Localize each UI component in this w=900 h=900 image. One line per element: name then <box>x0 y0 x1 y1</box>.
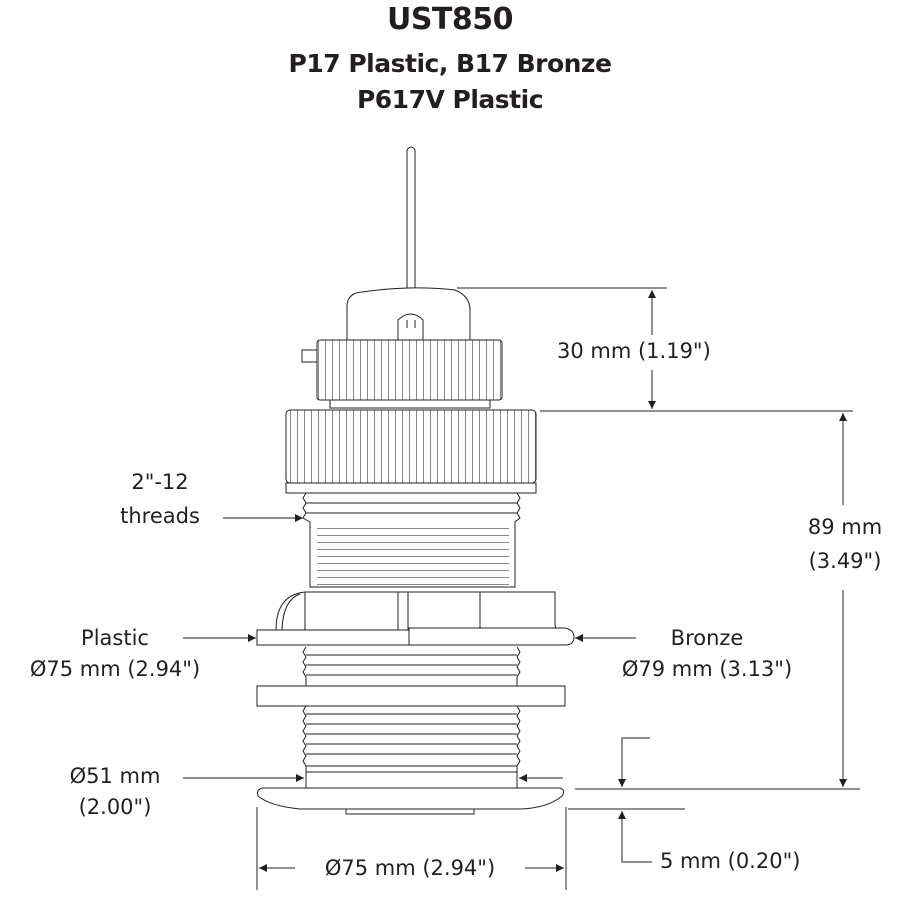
hull-nut <box>256 685 566 707</box>
dimension-lines <box>183 287 860 890</box>
housing <box>256 591 575 646</box>
cap-dome <box>346 287 471 340</box>
lower-knurled-nut <box>285 409 537 494</box>
threads-size-label: 2"-12 <box>131 470 189 494</box>
plastic-diameter-label: Ø75 mm (2.94") <box>29 657 201 681</box>
threads-text-label: threads <box>120 504 200 528</box>
cap-height-label: 30 mm (1.19") <box>557 339 711 363</box>
body-height-mm-label: 89 mm <box>807 515 883 539</box>
bronze-diameter-label: Ø79 mm (3.13") <box>621 657 793 681</box>
variants-line-1: P17 Plastic, B17 Bronze <box>288 49 612 78</box>
flange-diameter-label: Ø75 mm (2.94") <box>324 856 496 880</box>
body-height-in-label: (3.49") <box>808 549 882 573</box>
middle-threads <box>302 646 521 686</box>
cable <box>406 146 416 325</box>
upper-threads <box>302 492 521 588</box>
transducer-body <box>256 146 575 815</box>
shaft-diameter-in-label: (2.00") <box>78 795 152 819</box>
plastic-label: Plastic <box>81 626 149 650</box>
variants-line-2: P617V Plastic <box>356 85 544 114</box>
upper-knurled-cap <box>301 339 503 409</box>
lower-threads <box>302 705 521 788</box>
flange-thickness-label: 5 mm (0.20") <box>660 849 801 873</box>
diagram-title: UST850 <box>386 2 514 37</box>
bottom-flange <box>257 787 565 815</box>
bronze-label: Bronze <box>670 626 744 650</box>
shaft-diameter-mm-label: Ø51 mm <box>69 764 161 788</box>
